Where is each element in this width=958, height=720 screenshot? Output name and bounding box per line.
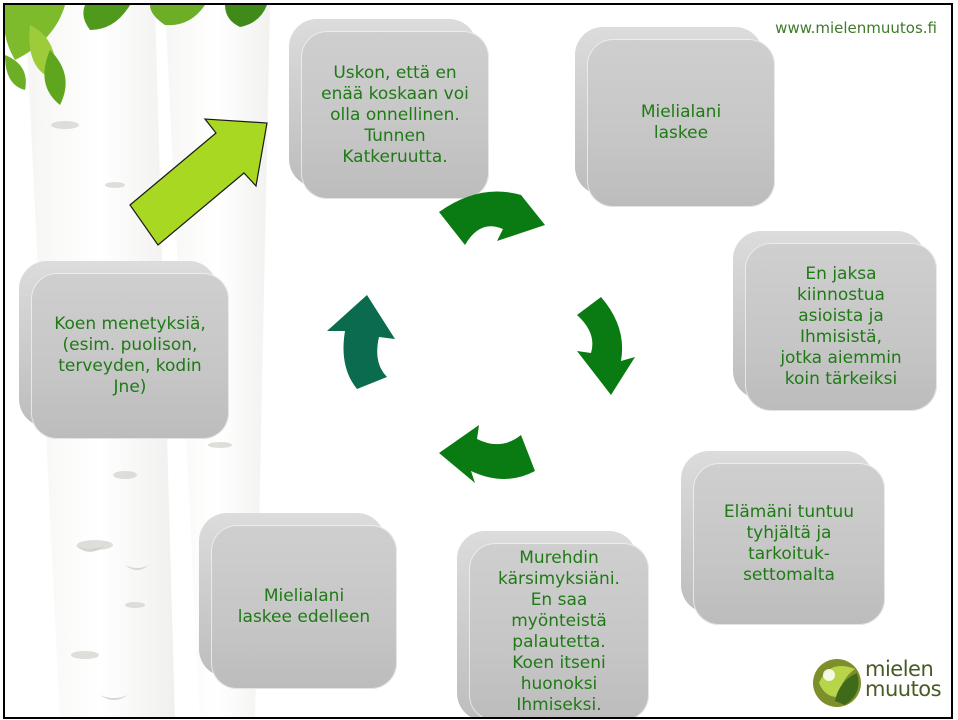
box-mood-drops-further-text: Mielialani laskee edelleen bbox=[237, 586, 371, 627]
logo-line1: mielen bbox=[865, 657, 934, 681]
box-brooding: Murehdin kärsimyksiäni. En saa myönteist… bbox=[457, 531, 649, 717]
logo-text: mielen muutos bbox=[865, 657, 942, 701]
cycle-arrows bbox=[129, 118, 635, 483]
box-mood-drops-text: Mielialani laskee bbox=[640, 102, 722, 143]
logo-line2: muutos bbox=[865, 677, 942, 701]
arrow-icon bbox=[439, 425, 535, 483]
logo-icon bbox=[813, 659, 861, 707]
box-life-empty: Elämäni tuntuu tyhjältä ja tarkoituk- se… bbox=[681, 451, 885, 625]
box-mood-drops: Mielialani laskee bbox=[575, 27, 775, 207]
arrow-icon bbox=[577, 297, 635, 395]
slide: www.mielenmuutos.fi Uskon, että en enää … bbox=[3, 3, 953, 719]
box-losses: Koen menetyksiä, (esim. puolison, tervey… bbox=[19, 261, 229, 439]
box-losses-text: Koen menetyksiä, (esim. puolison, tervey… bbox=[54, 314, 206, 397]
site-url[interactable]: www.mielenmuutos.fi bbox=[775, 19, 937, 37]
box-belief: Uskon, että en enää koskaan voi olla onn… bbox=[289, 19, 489, 199]
arrow-icon bbox=[327, 295, 395, 389]
box-mood-drops-further: Mielialani laskee edelleen bbox=[199, 513, 397, 689]
box-life-empty-text: Elämäni tuntuu tyhjältä ja tarkoituk- se… bbox=[723, 502, 855, 585]
mielenmuutos-logo[interactable]: mielen muutos bbox=[809, 653, 942, 711]
box-lose-interest: En jaksa kiinnostua asioista ja Ihmisist… bbox=[733, 231, 937, 411]
box-belief-text: Uskon, että en enää koskaan voi olla onn… bbox=[321, 62, 469, 167]
arrow-icon bbox=[129, 118, 268, 246]
box-brooding-text: Murehdin kärsimyksiäni. En saa myönteist… bbox=[498, 548, 620, 715]
box-lose-interest-text: En jaksa kiinnostua asioista ja Ihmisist… bbox=[780, 264, 902, 389]
arrow-icon bbox=[439, 185, 545, 245]
